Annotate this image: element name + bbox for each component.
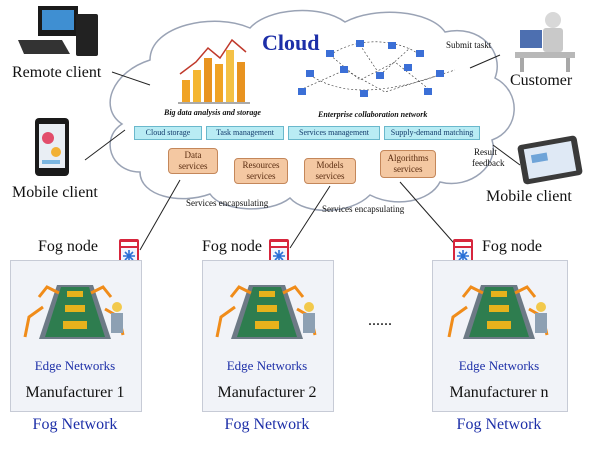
mobile-client-left-label: Mobile client <box>12 184 98 201</box>
algorithms-services-box: Algorithms services <box>380 150 436 178</box>
collaboration-network-label: Enterprise collaboration network <box>318 110 428 119</box>
desktop-computer-icon <box>18 6 98 56</box>
manufacturer-panel <box>202 260 334 412</box>
connector-lines <box>84 54 521 251</box>
cloud-storage-bar: Cloud storage <box>134 126 202 140</box>
models-services-line2: services <box>315 171 345 181</box>
smartphone-icon <box>35 118 69 176</box>
manufacturer-panel <box>10 260 142 412</box>
fog-node-column-1: Fog node Edge Networks Manufacturer 1 Fo… <box>10 238 142 448</box>
fog-network-label: Fog Network <box>224 416 310 433</box>
manufacturer-label: Manufacturer 2 <box>217 384 317 401</box>
fog-node-label: Fog node <box>202 238 262 255</box>
resources-services-box: Resources services <box>234 158 288 184</box>
customer-label: Customer <box>510 72 573 89</box>
models-services-line1: Models <box>316 160 344 170</box>
services-encapsulating-mid-label: Services encapsulating <box>322 204 405 214</box>
mobile-client-right-label: Mobile client <box>486 188 572 205</box>
edge-networks-label: Edge Networks <box>458 358 540 373</box>
robotic-assembly-line-icon <box>23 285 125 339</box>
manufacturer-label: Manufacturer n <box>449 384 549 401</box>
fog-network-label: Fog Network <box>456 416 542 433</box>
data-services-box: Data services <box>168 148 218 174</box>
submit-task-label: Submit taskt <box>446 40 492 50</box>
edge-networks-label: Edge Networks <box>226 358 308 373</box>
network-nodes-icon <box>298 40 456 97</box>
fog-node-label: Fog node <box>38 238 98 255</box>
data-services-line1: Data <box>184 150 202 160</box>
feedback-label: feedback <box>472 158 505 168</box>
algorithms-services-line1: Algorithms <box>387 153 429 163</box>
resources-services-line2: services <box>246 171 276 181</box>
fog-node-column-n: Fog node Edge Networks Manufacturer n Fo… <box>432 238 568 448</box>
fog-network-label: Fog Network <box>32 416 118 433</box>
result-label: Result <box>474 147 498 157</box>
manufacturer-panel <box>432 260 568 412</box>
services-management-bar: Services management <box>288 126 380 140</box>
manufacturer-label: Manufacturer 1 <box>25 384 125 401</box>
edge-networks-label: Edge Networks <box>34 358 116 373</box>
tablet-icon <box>517 135 583 185</box>
robotic-assembly-line-icon <box>215 285 317 339</box>
cloud-title: Cloud <box>262 30 320 55</box>
supply-demand-matching-bar: Supply-demand matching <box>384 126 480 140</box>
more-manufacturers-ellipsis: ...... <box>368 312 392 329</box>
bar-chart-icon <box>178 38 250 104</box>
fog-node-column-2: Fog node Edge Networks Manufacturer 2 Fo… <box>202 238 334 448</box>
models-services-box: Models services <box>304 158 356 184</box>
resources-services-line1: Resources <box>242 160 280 170</box>
task-management-bar: Task management <box>206 126 284 140</box>
remote-client-label: Remote client <box>12 64 102 81</box>
fog-node-label: Fog node <box>482 238 542 255</box>
big-data-label: Big data analysis and storage <box>164 108 261 117</box>
algorithms-services-line2: services <box>393 164 423 174</box>
robotic-assembly-line-icon <box>447 285 549 339</box>
services-encapsulating-left-label: Services encapsulating <box>186 198 269 208</box>
person-at-desk-icon <box>515 12 575 72</box>
data-services-line2: services <box>178 161 208 171</box>
